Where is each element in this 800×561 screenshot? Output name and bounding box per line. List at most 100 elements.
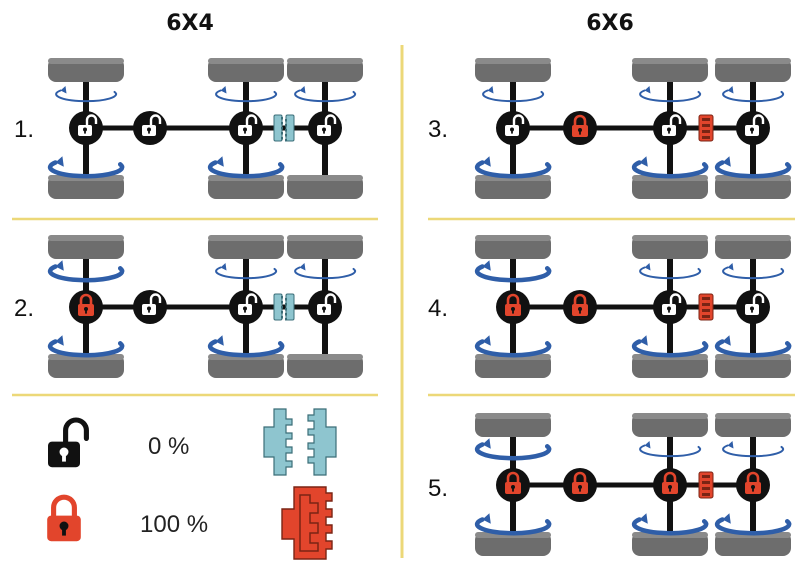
- legend-locked-value: 100 %: [140, 511, 208, 538]
- tire-icon: [475, 413, 551, 437]
- tire-icon: [475, 235, 551, 259]
- tire-icon: [208, 354, 284, 378]
- rotation-arrow-icon: [722, 86, 785, 103]
- tire-icon: [287, 58, 363, 82]
- config-label-3: 3.: [428, 116, 448, 143]
- tire-icon: [715, 58, 791, 82]
- tire-icon: [475, 354, 551, 378]
- config-2-drivetrain: [47, 235, 363, 378]
- tire-icon: [715, 413, 791, 437]
- tire-icon: [48, 58, 124, 82]
- config-3-drivetrain: [474, 58, 792, 199]
- rotation-arrow-icon: [639, 441, 702, 458]
- locked-differential-icon: [653, 468, 687, 502]
- config-5-drivetrain: [474, 413, 792, 556]
- rotation-arrow-icon: [714, 335, 792, 358]
- open-coupler-icon: [273, 293, 295, 321]
- rotation-arrow-icon: [47, 156, 125, 179]
- tire-icon: [715, 175, 791, 199]
- tire-icon: [632, 235, 708, 259]
- rotation-arrow-icon: [631, 513, 709, 536]
- tire-icon: [208, 235, 284, 259]
- config-1-drivetrain: [47, 58, 363, 199]
- tire-icon: [475, 58, 551, 82]
- legend: 0 % 100 %: [47, 408, 337, 560]
- rotation-arrow-icon: [47, 260, 125, 283]
- open-differential-icon: [69, 111, 103, 145]
- rotation-arrow-icon: [714, 513, 792, 536]
- tire-icon: [715, 354, 791, 378]
- open-differential-icon: [229, 290, 263, 324]
- open-differential-icon: [736, 290, 770, 324]
- rotation-arrow-icon: [639, 263, 702, 280]
- rotation-arrow-icon: [47, 335, 125, 358]
- tire-icon: [475, 175, 551, 199]
- tire-icon: [287, 235, 363, 259]
- tire-icon: [632, 532, 708, 556]
- open-differential-icon: [736, 111, 770, 145]
- rotation-arrow-icon: [207, 335, 285, 358]
- open-differential-icon: [229, 111, 263, 145]
- rotation-arrow-icon: [215, 86, 278, 103]
- rotation-arrow-icon: [631, 335, 709, 358]
- rotation-arrow-icon: [215, 263, 278, 280]
- tire-icon: [632, 175, 708, 199]
- open-differential-icon: [653, 111, 687, 145]
- config-label-4: 4.: [428, 295, 448, 322]
- header-6x6: 6X6: [586, 11, 634, 36]
- rotation-arrow-icon: [474, 335, 552, 358]
- tire-icon: [48, 175, 124, 199]
- locked-differential-icon: [563, 468, 597, 502]
- tire-icon: [48, 235, 124, 259]
- locked-differential-icon: [563, 290, 597, 324]
- rotation-arrow-icon: [474, 513, 552, 536]
- config-4-drivetrain: [474, 235, 792, 378]
- locked-coupler-icon: [281, 486, 333, 560]
- locked-lock-icon: [47, 494, 81, 542]
- rotation-arrow-icon: [474, 438, 552, 461]
- open-coupler-icon: [273, 114, 295, 142]
- rotation-arrow-icon: [714, 156, 792, 179]
- locked-differential-icon: [736, 468, 770, 502]
- open-differential-icon: [308, 290, 342, 324]
- rotation-arrow-icon: [207, 156, 285, 179]
- open-differential-icon: [133, 290, 167, 324]
- tire-icon: [287, 175, 363, 199]
- open-coupler-icon: [263, 408, 337, 476]
- unlocked-lock-icon: [48, 417, 89, 468]
- tire-icon: [287, 354, 363, 378]
- config-label-2: 2.: [14, 295, 34, 322]
- legend-open-value: 0 %: [148, 433, 189, 460]
- locked-coupler-icon: [698, 293, 714, 321]
- locked-differential-icon: [69, 290, 103, 324]
- locked-coupler-icon: [698, 471, 714, 499]
- locked-coupler-icon: [698, 114, 714, 142]
- rotation-arrow-icon: [722, 263, 785, 280]
- tire-icon: [715, 235, 791, 259]
- locked-differential-icon: [496, 468, 530, 502]
- locked-differential-icon: [563, 111, 597, 145]
- rotation-arrow-icon: [294, 263, 357, 280]
- open-differential-icon: [133, 111, 167, 145]
- tire-icon: [208, 58, 284, 82]
- rotation-arrow-icon: [722, 441, 785, 458]
- tire-icon: [208, 175, 284, 199]
- open-differential-icon: [308, 111, 342, 145]
- rotation-arrow-icon: [294, 86, 357, 103]
- tire-icon: [632, 354, 708, 378]
- rotation-arrow-icon: [474, 260, 552, 283]
- rotation-arrow-icon: [474, 156, 552, 179]
- rotation-arrow-icon: [631, 156, 709, 179]
- header-6x4: 6X4: [166, 11, 214, 36]
- rotation-arrow-icon: [482, 86, 545, 103]
- open-differential-icon: [496, 111, 530, 145]
- tire-icon: [475, 532, 551, 556]
- tire-icon: [632, 58, 708, 82]
- tire-icon: [715, 532, 791, 556]
- tire-icon: [48, 354, 124, 378]
- tire-icon: [632, 413, 708, 437]
- open-differential-icon: [653, 290, 687, 324]
- rotation-arrow-icon: [639, 86, 702, 103]
- locked-differential-icon: [496, 290, 530, 324]
